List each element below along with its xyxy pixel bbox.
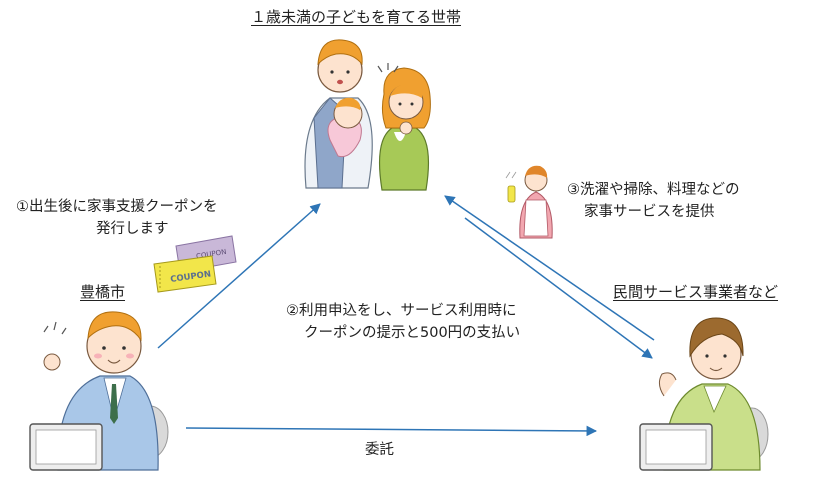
- step1-label-line1: ①出生後に家事支援クーポンを: [16, 199, 218, 215]
- step3-label-line1: ③洗濯や掃除、料理などの: [567, 182, 740, 198]
- arrow-provider-to-household: [444, 195, 655, 341]
- step1-label-line2: 発行します: [96, 221, 169, 237]
- commission-label: 委託: [365, 442, 394, 458]
- step2-label-line2: クーポンの提示と500円の支払い: [304, 325, 521, 341]
- arrow-household-to-provider: [464, 217, 653, 359]
- step2-label-line1: ②利用申込をし、サービス利用時に: [286, 303, 517, 319]
- provider-staff-illustration: [639, 317, 769, 471]
- arrow-city-to-household: [157, 203, 321, 349]
- city-officer-illustration: [29, 311, 169, 471]
- step3-label-line2: 家事サービスを提供: [584, 204, 715, 220]
- household-title: １歳未満の子どもを育てる世帯: [251, 8, 462, 26]
- city-label: 豊橋市: [80, 283, 126, 301]
- arrow-city-to-provider: [185, 425, 598, 437]
- family-illustration: [304, 39, 431, 191]
- coupon-tickets-icon: COUPON COUPON: [153, 235, 237, 293]
- provider-label: 民間サービス事業者など: [613, 283, 779, 301]
- housekeeper-icon: [505, 165, 553, 239]
